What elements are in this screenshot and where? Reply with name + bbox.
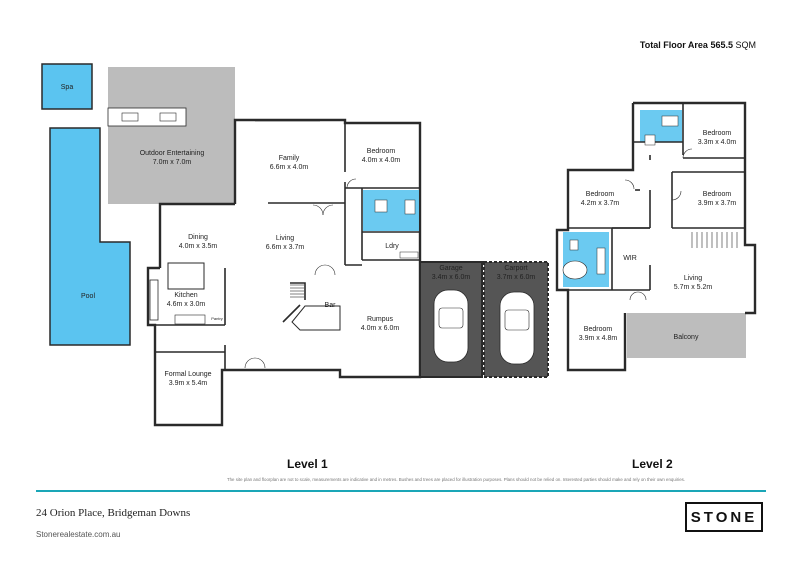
laundry-label: Ldry xyxy=(385,243,399,250)
l2-vanity-icon xyxy=(596,247,606,275)
l2-bedroom-d-dim: 3.9m x 4.8m xyxy=(579,335,618,342)
l2-toilet-icon xyxy=(569,239,579,251)
carport-dim: 3.7m x 6.0m xyxy=(497,274,536,281)
dining-label: Dining xyxy=(188,234,208,241)
kitchen-label: Kitchen xyxy=(174,292,197,299)
ensuite-vanity-icon xyxy=(661,115,679,127)
level2-stairs xyxy=(691,232,738,248)
total-floor-area: Total Floor Area 565.5 SQM xyxy=(640,40,756,50)
bedroom1-dim: 4.0m x 4.0m xyxy=(362,157,401,164)
level1-stairs xyxy=(290,284,304,298)
total-floor-area-unit: SQM xyxy=(735,40,756,50)
spa-area xyxy=(41,63,93,110)
kitchen-bench xyxy=(149,279,159,321)
total-floor-area-value: 565.5 xyxy=(710,40,733,50)
family-label: Family xyxy=(279,155,300,162)
level2-walls xyxy=(555,101,757,372)
toilet-icon xyxy=(374,199,388,213)
l2-bedroom-b-label: Bedroom xyxy=(586,191,615,198)
car-windscreen-icon xyxy=(438,307,464,329)
vanity-icon xyxy=(404,199,416,215)
living1-dim: 6.6m x 3.7m xyxy=(266,244,305,251)
bathtub-icon xyxy=(562,260,588,280)
car-windscreen-icon-2 xyxy=(504,309,530,331)
l2-bedroom-d-label: Bedroom xyxy=(584,326,613,333)
formal-lounge-label: Formal Lounge xyxy=(164,371,211,378)
level1-windows xyxy=(175,120,395,426)
pool-area xyxy=(49,127,131,346)
bbq-grill xyxy=(159,112,177,122)
garage-dim: 3.4m x 6.0m xyxy=(432,274,471,281)
l2-bedroom-c-label: Bedroom xyxy=(703,191,732,198)
outdoor-label: Outdoor Entertaining xyxy=(140,150,205,157)
level1-title: Level 1 xyxy=(287,457,328,471)
wir-label: WIR xyxy=(623,255,637,262)
level1-interior-walls xyxy=(155,123,420,370)
level2-doors xyxy=(624,148,693,301)
bar-label: Bar xyxy=(325,302,337,309)
rumpus-label: Rumpus xyxy=(367,316,394,323)
pantry-label: Pantry xyxy=(211,316,223,321)
formal-lounge-dim: 3.9m x 5.4m xyxy=(169,380,208,387)
room-labels: Spa Pool Outdoor Entertaining 7.0m x 7.0… xyxy=(61,84,737,387)
living1-label: Living xyxy=(276,235,294,242)
balcony-area xyxy=(627,313,746,358)
footer-divider xyxy=(36,490,766,492)
level1-doors xyxy=(244,178,357,369)
kitchen-dim: 4.6m x 3.0m xyxy=(167,301,206,308)
family-dim: 6.6m x 4.0m xyxy=(270,164,309,171)
l2-bedroom-b-dim: 4.2m x 3.7m xyxy=(581,200,620,207)
spa-label: Spa xyxy=(61,84,74,91)
l2-bedroom-a-label: Bedroom xyxy=(703,130,732,137)
garage-label: Garage xyxy=(439,265,462,272)
level2-title: Level 2 xyxy=(632,457,673,471)
cooktop-icon xyxy=(174,314,206,325)
kitchen-island xyxy=(167,262,205,290)
outdoor-entertaining-area xyxy=(108,67,235,204)
property-address: 24 Orion Place, Bridgeman Downs xyxy=(36,507,191,519)
l2-bedroom-a-dim: 3.3m x 4.0m xyxy=(698,139,737,146)
stone-logo: STONE xyxy=(685,502,763,532)
balcony-label: Balcony xyxy=(674,334,699,341)
l2-living-dim: 5.7m x 5.2m xyxy=(674,284,713,291)
ensuite-toilet-icon xyxy=(644,134,656,146)
level2-interior-walls xyxy=(568,103,745,291)
bedroom1-label: Bedroom xyxy=(367,148,396,155)
carport-label: Carport xyxy=(504,265,527,272)
laundry-tub-icon xyxy=(399,251,419,259)
total-floor-area-label: Total Floor Area xyxy=(639,40,708,50)
l2-bedroom-c-dim: 3.9m x 3.7m xyxy=(698,200,737,207)
pool-label: Pool xyxy=(81,293,95,300)
bbq-bench xyxy=(107,107,187,127)
l2-living-label: Living xyxy=(684,275,702,282)
dining-dim: 4.0m x 3.5m xyxy=(179,243,218,250)
disclaimer-text: The site plan and floorplan are not to s… xyxy=(226,477,686,482)
agency-website: Stonerealestate.com.au xyxy=(36,530,121,539)
rumpus-dim: 4.0m x 6.0m xyxy=(361,325,400,332)
bar-counter xyxy=(291,305,341,331)
outdoor-dim: 7.0m x 7.0m xyxy=(153,159,192,166)
bbq-sink xyxy=(121,112,139,122)
